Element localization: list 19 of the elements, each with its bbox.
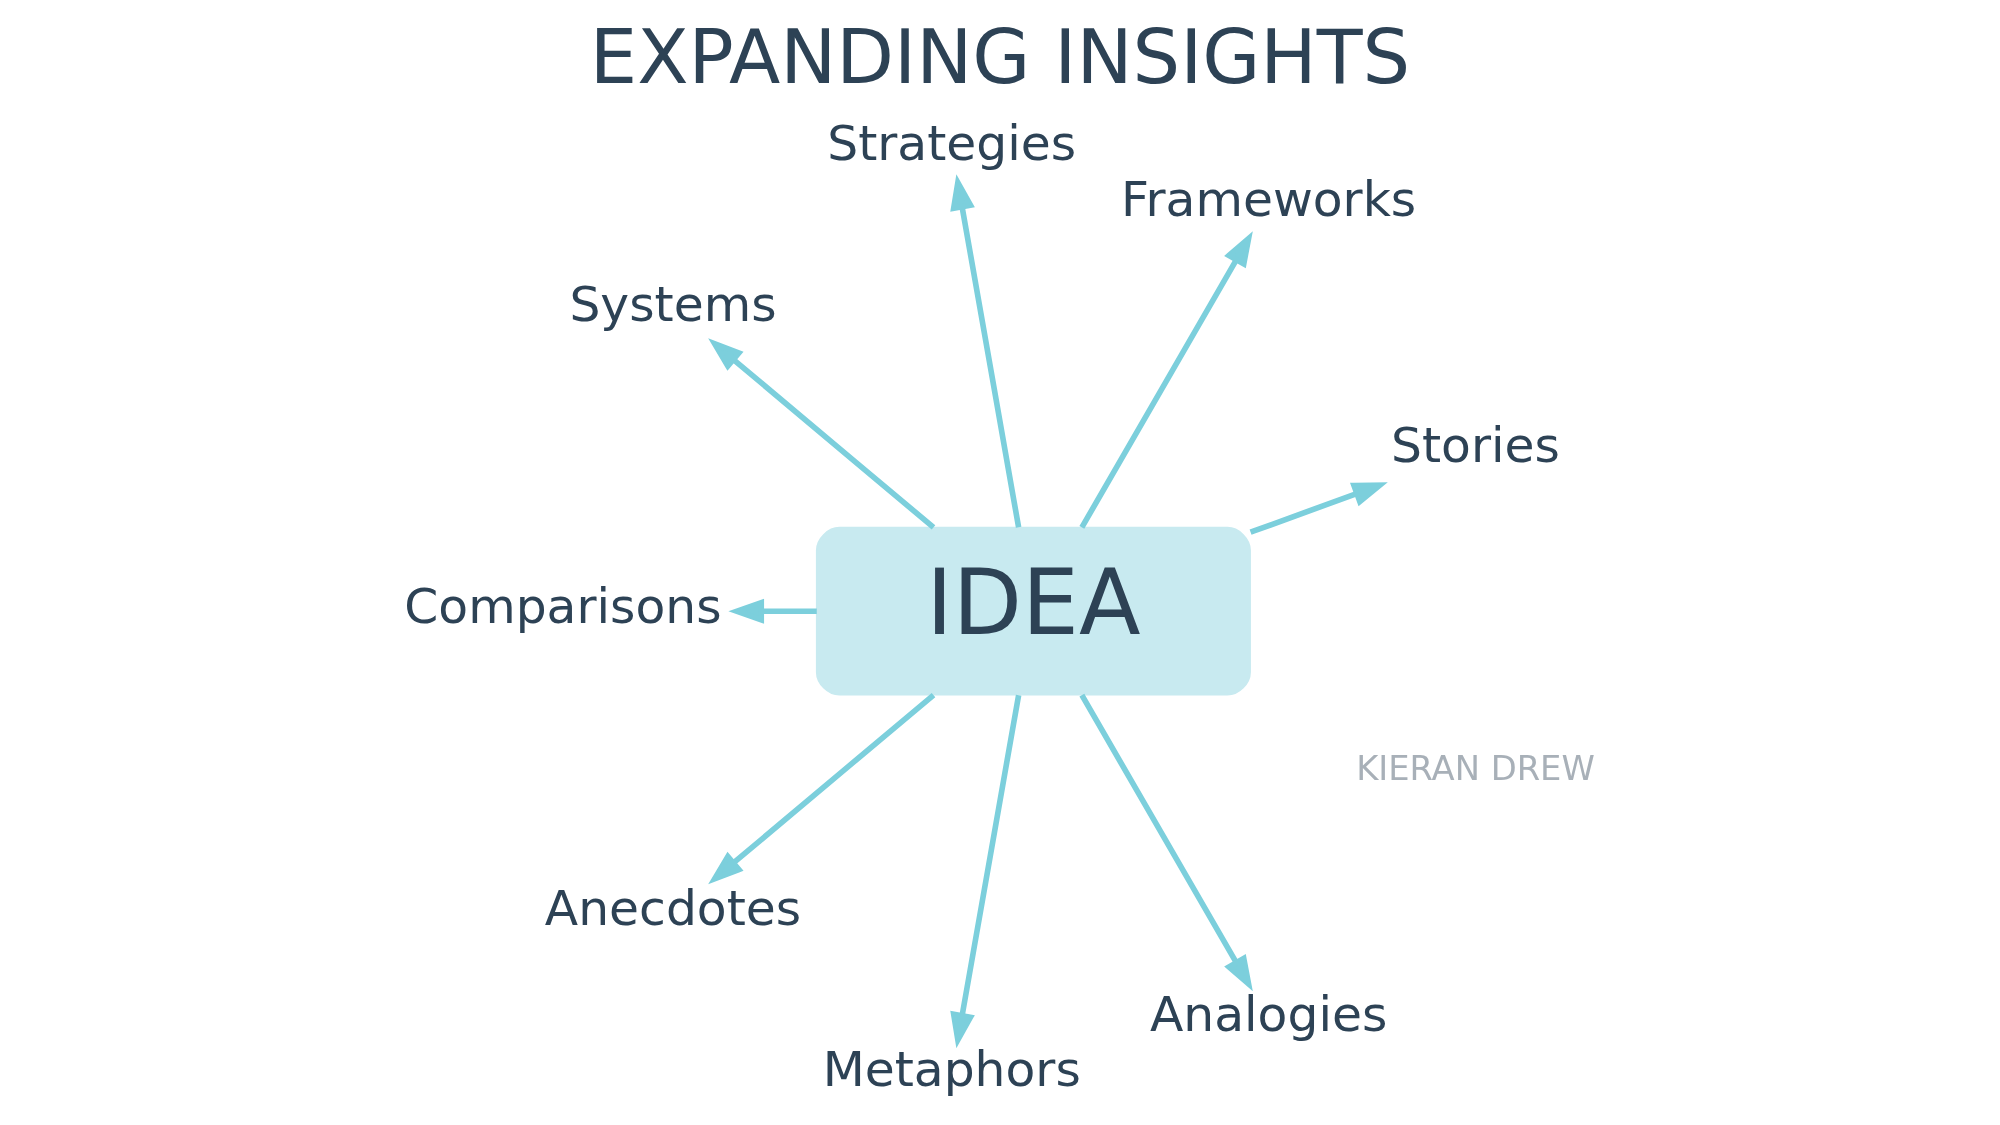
node-text: Frameworks — [1121, 170, 1417, 227]
arrow — [728, 598, 817, 624]
node-text: Strategies — [827, 114, 1077, 171]
node-text: Metaphors — [822, 1041, 1081, 1098]
node-text: Stories — [1391, 417, 1560, 474]
node-text: Systems — [569, 275, 777, 332]
node-text: Analogies — [1149, 985, 1388, 1042]
arrow — [1249, 482, 1388, 535]
arrow — [1079, 693, 1253, 992]
label: KIERAN DREW — [1356, 749, 1595, 789]
arrow — [950, 694, 1022, 1049]
diagram-title: EXPANDING INSIGHTS — [589, 13, 1411, 102]
node-box: IDEA — [815, 526, 1251, 696]
node-text: Anecdotes — [544, 880, 802, 937]
arrow — [708, 338, 936, 530]
arrow — [1079, 231, 1253, 529]
node-text: Comparisons — [404, 578, 722, 635]
arrow — [950, 174, 1022, 528]
arrow — [708, 692, 936, 885]
